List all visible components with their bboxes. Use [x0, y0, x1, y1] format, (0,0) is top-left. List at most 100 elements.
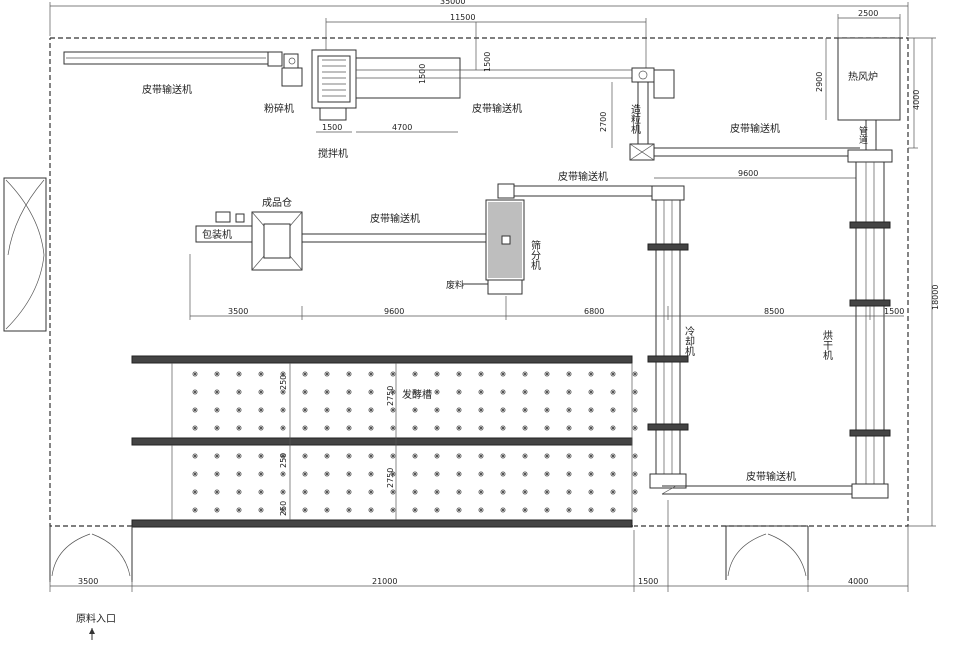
- texture-mark: [565, 370, 573, 378]
- texture-mark: [609, 406, 617, 414]
- crusher: 粉碎机: [264, 51, 303, 115]
- conveyor-4: 皮带输送机: [302, 212, 486, 243]
- texture-mark: [191, 370, 199, 378]
- left-door: [3, 177, 47, 332]
- texture-mark: [323, 452, 331, 460]
- texture-mark: [433, 424, 441, 432]
- texture-mark: [213, 506, 221, 514]
- dim-1500-bot: 1500: [638, 577, 658, 586]
- dim-2750-a: 2750: [386, 386, 395, 406]
- texture-mark: [543, 488, 551, 496]
- texture-mark: [301, 406, 309, 414]
- bottom-left-door: [49, 526, 133, 582]
- label-conveyor-1: 皮带输送机: [142, 83, 192, 96]
- texture-mark: [411, 406, 419, 414]
- texture-mark: [367, 506, 375, 514]
- texture-mark: [521, 488, 529, 496]
- dim-18000: 18000: [931, 285, 940, 310]
- texture-mark: [521, 388, 529, 396]
- dim-4000-right: 4000: [912, 90, 921, 110]
- conveyor-1: 皮带输送机: [63, 51, 269, 96]
- texture-mark: [477, 488, 485, 496]
- texture-mark: [213, 406, 221, 414]
- label-packer: 包装机: [202, 228, 232, 241]
- texture-mark: [367, 470, 375, 478]
- dim-9600-top: 9600: [738, 169, 758, 178]
- dim-1500-b: 1500: [418, 64, 427, 84]
- texture-mark: [301, 488, 309, 496]
- texture-mark: [191, 452, 199, 460]
- label-hot-air-furnace: 热风炉: [848, 70, 878, 83]
- texture-mark: [477, 370, 485, 378]
- texture-mark: [565, 406, 573, 414]
- dim-4000-bot: 4000: [848, 577, 868, 586]
- label-cooler: 冷却机: [683, 325, 695, 357]
- label-conveyor-5: 皮带输送机: [558, 170, 608, 183]
- dim-8500: 8500: [764, 307, 784, 316]
- texture-mark: [455, 452, 463, 460]
- texture-mark: [257, 370, 265, 378]
- texture-mark: [323, 470, 331, 478]
- texture-mark: [455, 388, 463, 396]
- label-pelletizer: 造粒机: [629, 103, 641, 135]
- texture-mark: [477, 406, 485, 414]
- texture-mark: [257, 506, 265, 514]
- texture-mark: [433, 488, 441, 496]
- dim-2500: 2500: [858, 9, 878, 18]
- texture-mark: [389, 452, 397, 460]
- label-raw-entrance: 原料入口: [76, 612, 116, 625]
- texture-mark: [257, 452, 265, 460]
- label-mixer: 搅拌机: [318, 147, 348, 160]
- bottom-dimensions: 3500 21000 1500 4000: [49, 500, 909, 592]
- texture-mark: [411, 488, 419, 496]
- texture-mark: [521, 406, 529, 414]
- dim-1500-mid: 1500: [884, 307, 904, 316]
- dim-mixer-1500: 1500: [322, 123, 342, 132]
- screener: 废料 筛分机: [446, 199, 541, 295]
- texture-mark: [345, 406, 353, 414]
- texture-mark: [543, 424, 551, 432]
- texture-mark: [301, 424, 309, 432]
- texture-mark: [609, 488, 617, 496]
- texture-mark: [411, 452, 419, 460]
- texture-mark: [367, 388, 375, 396]
- dim-3500-mid: 3500: [228, 307, 248, 316]
- texture-mark: [455, 506, 463, 514]
- texture-mark: [235, 370, 243, 378]
- texture-mark: [323, 424, 331, 432]
- label-pipe: 管道: [857, 125, 868, 145]
- texture-mark: [191, 388, 199, 396]
- texture-mark: [389, 370, 397, 378]
- texture-mark: [345, 424, 353, 432]
- texture-mark: [323, 406, 331, 414]
- texture-mark: [609, 470, 617, 478]
- texture-mark: [257, 424, 265, 432]
- texture-mark: [631, 470, 639, 478]
- label-ferment-tank: 发酵槽: [402, 388, 432, 401]
- texture-mark: [213, 470, 221, 478]
- texture-mark: [213, 452, 221, 460]
- conveyor-6: 皮带输送机: [661, 470, 852, 495]
- texture-mark: [345, 388, 353, 396]
- texture-mark: [389, 488, 397, 496]
- texture-mark: [521, 470, 529, 478]
- texture-mark: [323, 388, 331, 396]
- conveyor-3: 皮带输送机 9600: [654, 122, 860, 179]
- raw-material-entrance: 原料入口: [76, 612, 116, 640]
- dim-2900: 2900: [815, 72, 824, 92]
- texture-mark: [433, 388, 441, 396]
- tank-texture-top: [191, 370, 639, 432]
- texture-mark: [631, 370, 639, 378]
- texture-mark: [499, 424, 507, 432]
- texture-mark: [587, 388, 595, 396]
- dim-2700: 2700: [599, 112, 608, 132]
- texture-mark: [345, 488, 353, 496]
- texture-mark: [433, 506, 441, 514]
- texture-mark: [631, 506, 639, 514]
- label-conveyor-6: 皮带输送机: [746, 470, 796, 483]
- texture-mark: [191, 406, 199, 414]
- texture-mark: [499, 370, 507, 378]
- texture-mark: [455, 406, 463, 414]
- texture-mark: [213, 424, 221, 432]
- texture-mark: [565, 470, 573, 478]
